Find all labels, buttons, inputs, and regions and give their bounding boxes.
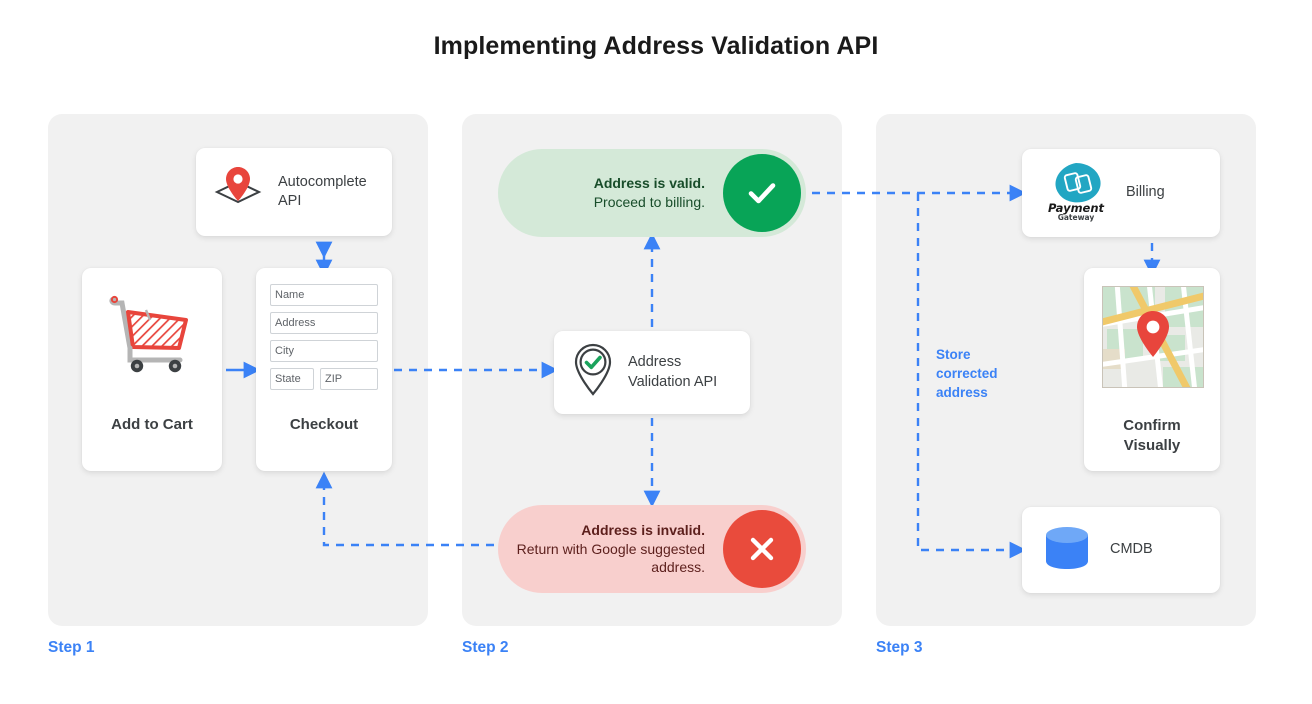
address-validation-api-label: Address Validation API [628,354,718,390]
payment-logo-line2: Gateway [1058,213,1095,222]
checkout-label: Checkout [289,416,359,433]
database-icon [1042,523,1092,578]
step-3-label: Step 3 [876,639,923,656]
autocomplete-api-label: Autocomplete API [278,173,367,209]
address-validation-api-card[interactable]: Address Validation API [554,331,750,414]
map-pin-diamond-icon [210,163,266,222]
step-1-label: Step 1 [48,639,95,656]
state-zip-row: State ZIP [270,368,378,390]
shopping-cart-icon [108,290,196,379]
zip-field[interactable]: ZIP [320,368,378,390]
address-invalid-banner: Address is invalid. Return with Google s… [498,505,806,593]
address-valid-line2: Proceed to billing. [593,194,705,210]
confirm-visually-label: Confirm Visually [1123,417,1181,454]
add-to-cart-label: Add to Cart [111,416,193,433]
address-valid-text: Address is valid. Proceed to billing. [498,174,723,211]
address-valid-banner: Address is valid. Proceed to billing. [498,149,806,237]
address-valid-line1: Address is valid. [593,175,705,192]
state-field[interactable]: State [270,368,314,390]
payment-logo-line1: Payment [1048,201,1105,215]
confirm-visually-card[interactable]: Confirm Visually [1084,268,1220,471]
address-invalid-line2: Return with Google suggested address. [516,540,705,576]
store-corrected-address-note: Store corrected address [936,347,998,401]
cmdb-card[interactable]: CMDB [1022,507,1220,593]
name-field[interactable]: Name [270,284,378,306]
payment-gateway-icon: Payment Gateway [1040,160,1112,227]
billing-label: Billing [1126,184,1165,201]
checkout-form: Name Address City State ZIP [270,284,378,390]
checkout-card[interactable]: Name Address City State ZIP Checkout [256,268,392,471]
close-icon [723,510,801,588]
address-field[interactable]: Address [270,312,378,334]
check-icon [723,154,801,232]
cmdb-label: CMDB [1110,541,1153,558]
address-invalid-text: Address is invalid. Return with Google s… [498,521,723,577]
city-field[interactable]: City [270,340,378,362]
map-thumbnail-icon [1102,286,1204,388]
page-title: Implementing Address Validation API [433,32,879,60]
step-2-label: Step 2 [462,639,509,656]
map-pin-check-icon [570,342,616,403]
autocomplete-api-card[interactable]: Autocomplete API [196,148,392,236]
billing-card[interactable]: Payment Gateway Billing [1022,149,1220,237]
add-to-cart-card[interactable]: Add to Cart [82,268,222,471]
address-invalid-line1: Address is invalid. [581,522,705,539]
